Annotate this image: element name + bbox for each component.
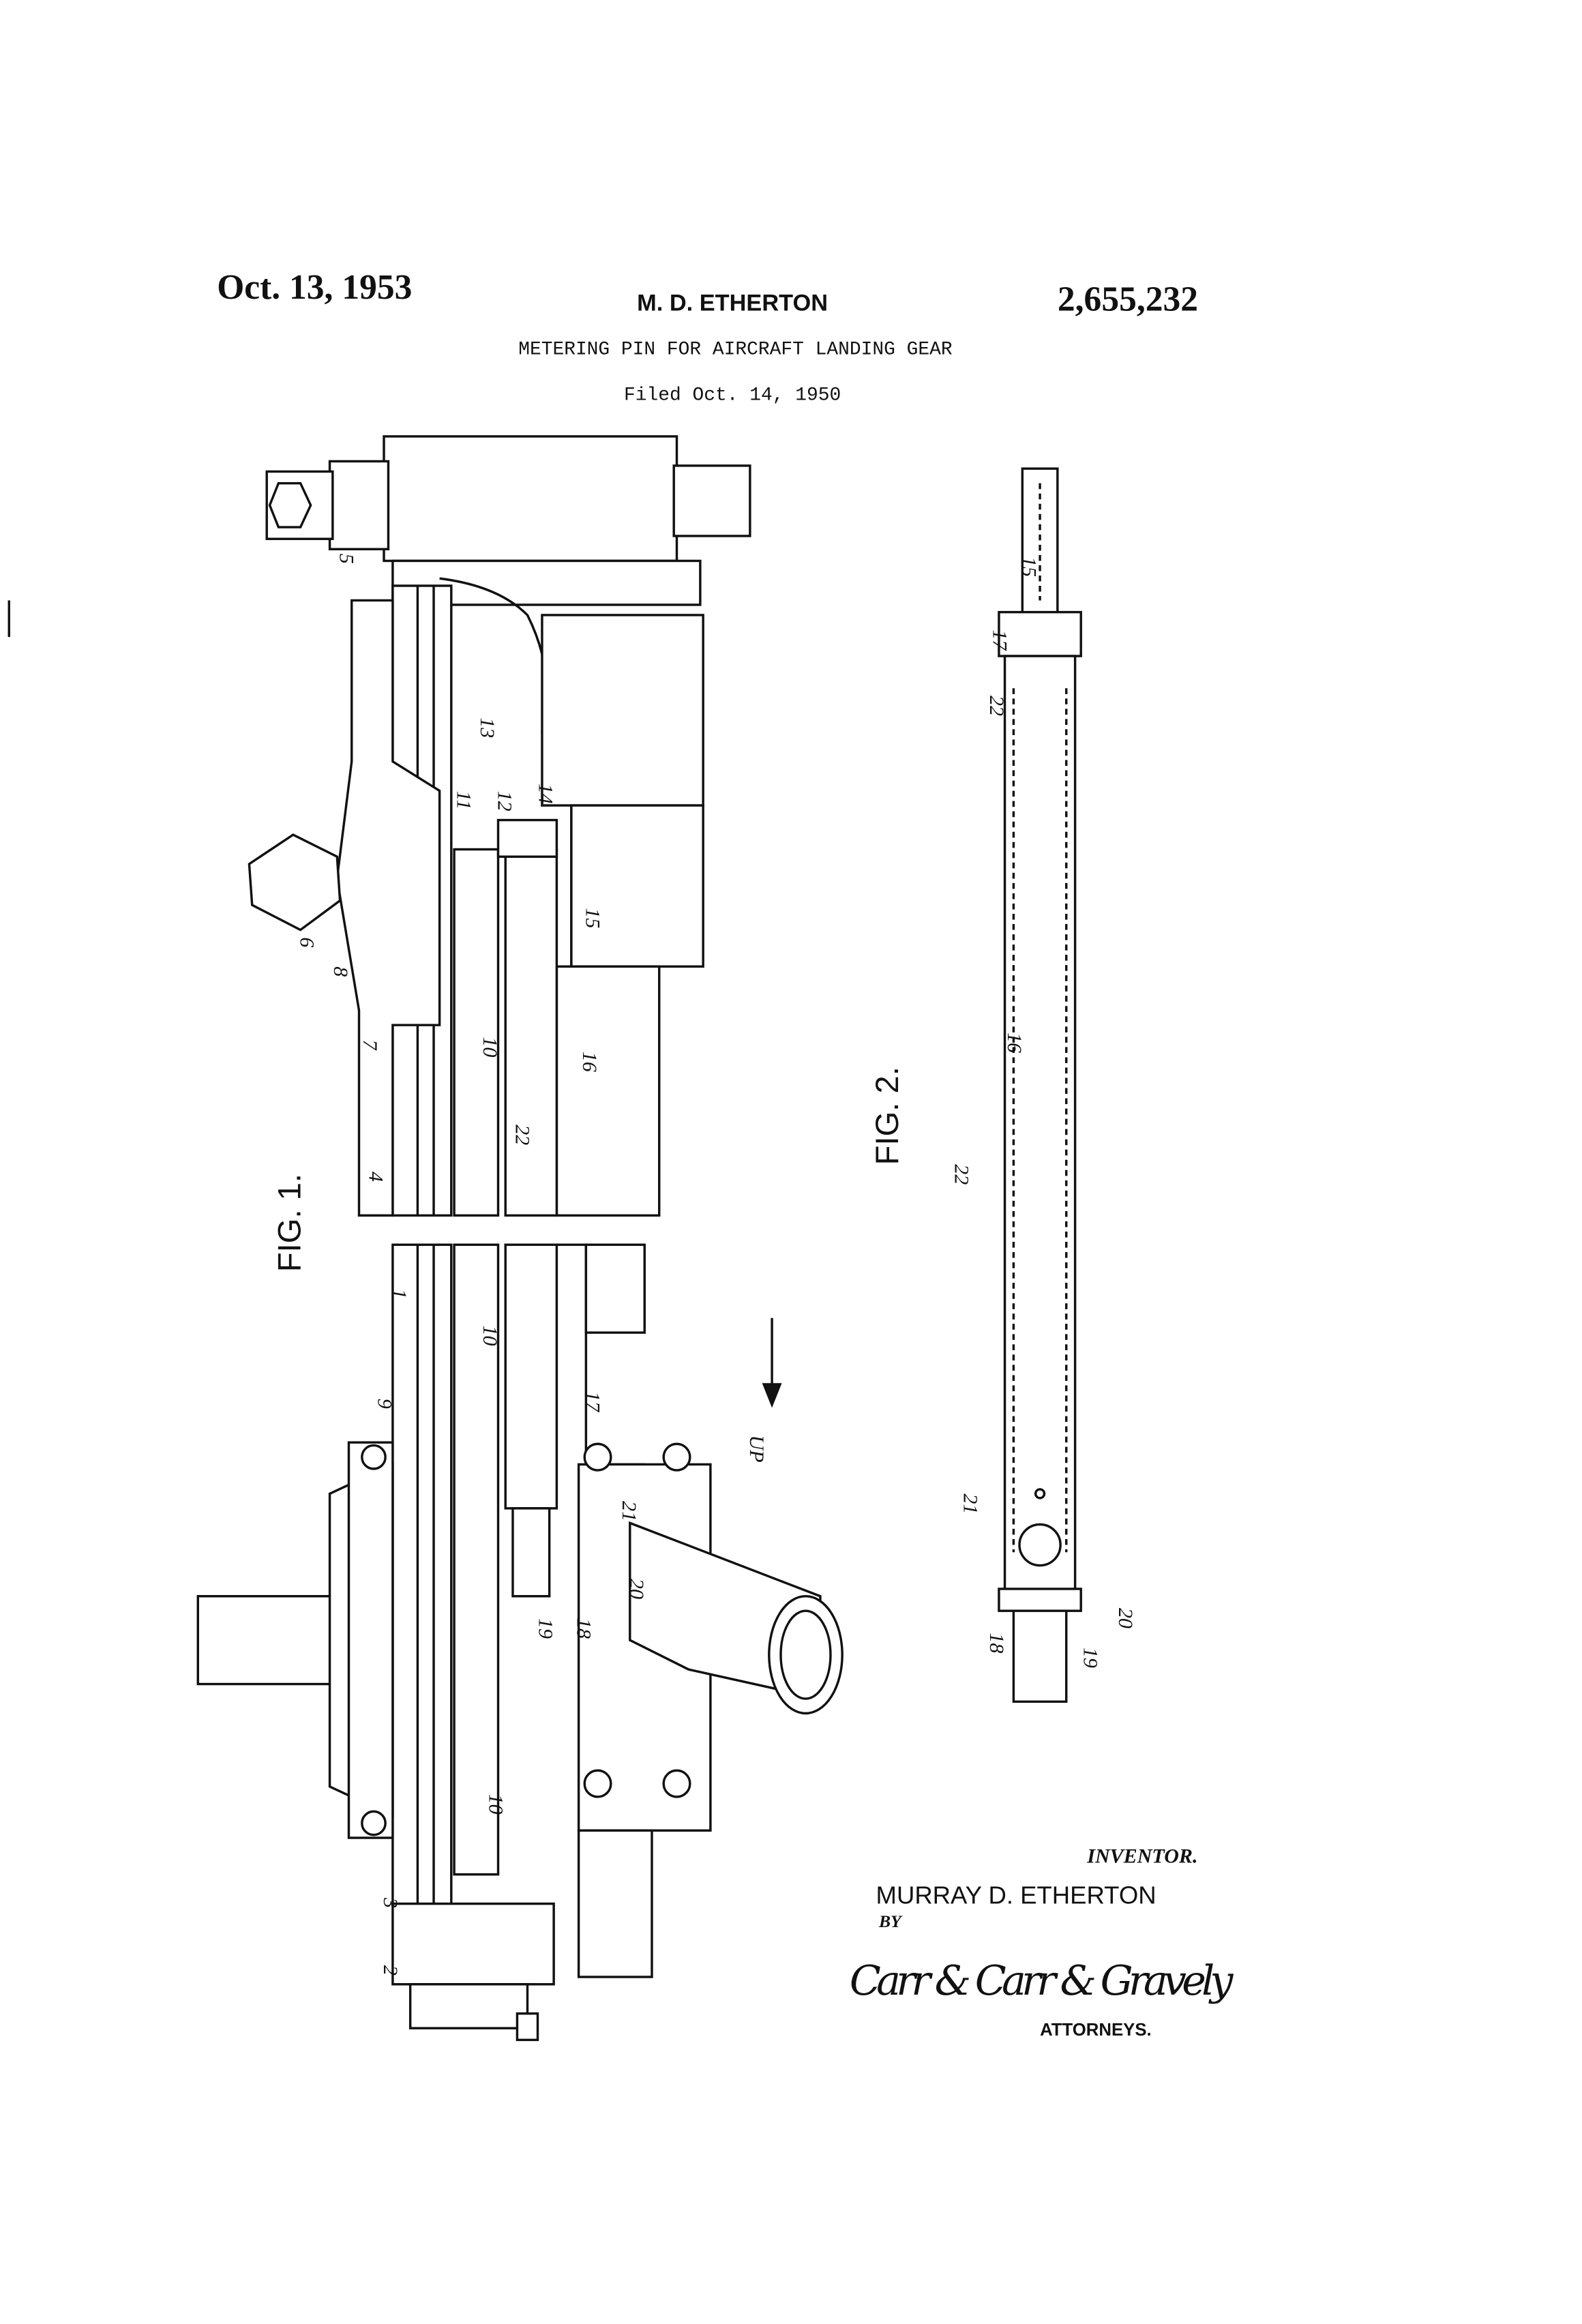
- inventor-heading: INVENTOR.: [1086, 1845, 1197, 1868]
- patent-number: 2,655,232: [1058, 280, 1198, 318]
- attorney-signature: Carr & Carr & Gravely: [850, 1957, 1234, 2005]
- fig-2-label: FIG. 2.: [869, 1067, 906, 1165]
- figure-2-drawing: [999, 468, 1081, 1701]
- ref-numeral: 13: [476, 717, 499, 738]
- ref-numeral: 10: [479, 1325, 502, 1345]
- ref-numeral: 22: [951, 1164, 974, 1185]
- ref-numeral: 16: [1003, 1032, 1026, 1053]
- ref-numeral: 4: [365, 1172, 388, 1182]
- ref-numeral: 17: [988, 629, 1011, 651]
- ref-numeral: 1: [388, 1289, 411, 1299]
- figure-1-drawing: [9, 436, 842, 2040]
- ref-numeral: 16: [578, 1052, 601, 1072]
- ref-numeral: 10: [479, 1037, 502, 1057]
- ref-numeral: 8: [329, 966, 353, 977]
- ref-numeral: 18: [985, 1633, 1009, 1653]
- attorneys-label: ATTORNEYS.: [1040, 2021, 1152, 2040]
- up-label: UP: [745, 1435, 768, 1462]
- ref-numeral: 7: [359, 1040, 382, 1052]
- outer-cylinder-lower: [393, 1245, 451, 1903]
- ref-numeral: 5: [335, 554, 359, 564]
- ref-numeral: 15: [581, 908, 604, 928]
- metering-pin-tube: [1005, 656, 1075, 1593]
- by-label: BY: [878, 1911, 903, 1931]
- ref-numeral: 22: [985, 696, 1009, 716]
- upper-housing: [384, 436, 676, 561]
- ref-numeral: 20: [625, 1579, 648, 1599]
- ref-numeral: 20: [1114, 1608, 1137, 1628]
- filed-date: Filed Oct. 14, 1950: [624, 385, 841, 406]
- ref-numeral: 6: [296, 937, 319, 947]
- ref-numeral: 21: [959, 1493, 982, 1514]
- ref-numeral: 11: [452, 791, 475, 810]
- ref-numeral: 18: [572, 1618, 595, 1639]
- ref-numeral: 21: [618, 1501, 641, 1521]
- up-arrow-icon: [763, 1318, 781, 1406]
- ref-numeral: 19: [535, 1618, 558, 1639]
- inventor-name: MURRAY D. ETHERTON: [876, 1881, 1156, 1909]
- ref-numeral: 9: [373, 1399, 396, 1409]
- ref-numeral: 19: [1079, 1648, 1102, 1668]
- ref-numeral: 12: [494, 791, 517, 811]
- ref-numeral: 2: [379, 1965, 402, 1976]
- metering-pin-lower: [505, 1245, 556, 1508]
- patent-date: Oct. 13, 1953: [217, 268, 412, 307]
- metering-pin-upper: [505, 850, 556, 1216]
- fig-1-label: FIG. 1.: [272, 1174, 308, 1272]
- ref-numeral: 10: [485, 1794, 508, 1815]
- ref-numeral: 15: [1017, 556, 1041, 577]
- patent-title: METERING PIN FOR AIRCRAFT LANDING GEAR: [518, 340, 953, 361]
- ref-numeral: 22: [511, 1124, 534, 1145]
- inventor-header: M. D. ETHERTON: [637, 290, 828, 316]
- ref-numeral: 14: [535, 784, 558, 804]
- ref-numeral: 17: [581, 1391, 604, 1413]
- ref-numeral: 3: [379, 1897, 402, 1908]
